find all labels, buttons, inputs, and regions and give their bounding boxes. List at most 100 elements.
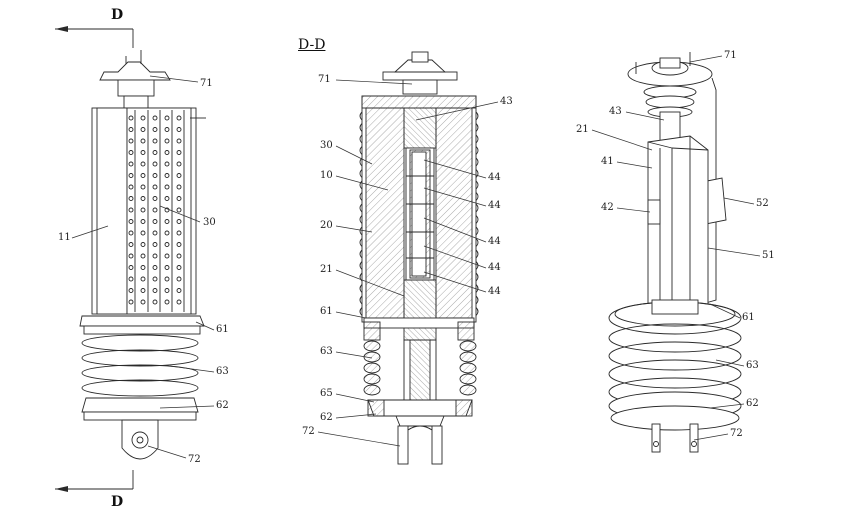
bolt-mark	[164, 299, 170, 305]
fin-bump	[475, 226, 479, 236]
coil-section	[363, 340, 381, 352]
right-label-43: 43	[609, 106, 622, 117]
fin-bump	[359, 307, 363, 316]
bolt-mark	[128, 150, 134, 155]
mid-label-71: 71	[318, 74, 331, 85]
bolt-mark	[140, 127, 146, 132]
bolt-mark	[176, 207, 182, 213]
left-label-11: 11	[58, 232, 71, 243]
bolt-mark	[176, 138, 182, 144]
bolt-mark	[164, 288, 170, 293]
bolt-mark	[140, 219, 146, 224]
bolt-mark	[140, 299, 146, 305]
fin-bump	[359, 134, 363, 144]
fin-bump	[475, 215, 479, 224]
left-label-62: 62	[216, 400, 229, 411]
fin-bump	[359, 169, 363, 178]
bolt-mark	[164, 207, 170, 213]
bolt-mark	[152, 150, 158, 155]
bolt-mark	[140, 115, 146, 121]
fin-bump	[359, 146, 363, 155]
bolt-mark	[164, 253, 170, 259]
bolt-mark	[140, 150, 146, 155]
bolt-mark	[164, 196, 170, 201]
bolt-mark	[140, 173, 146, 178]
bolt-mark	[164, 276, 170, 282]
bolt-mark	[164, 138, 170, 144]
bolt-mark	[128, 196, 134, 201]
bolt-mark	[164, 127, 170, 132]
bolt-mark	[152, 115, 158, 121]
fin-bump	[359, 123, 363, 132]
fin-bump	[475, 307, 479, 316]
mid-label-43: 43	[500, 96, 513, 107]
coil-section	[363, 384, 381, 396]
bolt-mark	[164, 150, 170, 155]
fin-bump	[475, 272, 479, 282]
bolt-mark	[176, 161, 182, 167]
fin-bump	[475, 169, 479, 178]
right-label-62: 62	[746, 398, 759, 409]
bolt-mark	[164, 115, 170, 121]
left-label-71: 71	[200, 78, 213, 89]
section-marker-top: D	[111, 7, 124, 23]
fin-bump	[359, 215, 363, 224]
bolt-mark	[128, 276, 134, 282]
bolt-mark	[140, 138, 146, 144]
bolt-mark	[176, 127, 182, 132]
bolt-mark	[176, 276, 182, 282]
bolt-mark	[152, 161, 158, 167]
right-label-63: 63	[746, 360, 759, 371]
mid-label-44-d: 44	[488, 262, 501, 273]
mid-label-30: 30	[320, 140, 333, 151]
right-view-assembly	[608, 52, 742, 453]
fin-bump	[475, 134, 479, 144]
bolt-mark	[140, 207, 146, 213]
bolt-mark	[176, 265, 182, 270]
mid-label-72: 72	[302, 426, 315, 437]
right-label-72: 72	[730, 428, 743, 439]
bolt-mark	[140, 288, 146, 293]
coil-section	[363, 362, 381, 374]
bolt-mark	[176, 184, 182, 190]
bolt-mark	[140, 161, 146, 167]
mid-label-44-a: 44	[488, 172, 501, 183]
bolt-mark	[164, 265, 170, 270]
bolt-mark	[176, 299, 182, 305]
bolt-mark	[140, 242, 146, 247]
bolt-mark	[128, 184, 134, 190]
middle-view-section	[359, 51, 479, 465]
bolt-mark	[128, 265, 134, 270]
bolt-mark	[128, 138, 134, 144]
fin-bump	[359, 272, 363, 282]
left-view-bolt-grid	[128, 115, 182, 305]
left-view-spring	[81, 334, 199, 397]
fin-bump	[359, 111, 363, 121]
coil-section	[459, 340, 477, 352]
middle-view-spring-coils	[363, 340, 477, 396]
bolt-mark	[152, 253, 158, 259]
bolt-mark	[140, 276, 146, 282]
bolt-mark	[140, 253, 146, 259]
fin-bump	[359, 226, 363, 236]
bolt-mark	[152, 219, 158, 224]
right-label-71: 71	[724, 50, 737, 61]
bolt-mark	[176, 196, 182, 201]
right-label-51: 51	[762, 250, 775, 261]
coil-section	[459, 362, 477, 374]
fin-bump	[359, 192, 363, 201]
section-line-top	[55, 26, 134, 48]
bolt-mark	[152, 288, 158, 293]
fin-bump	[475, 284, 479, 293]
mid-label-20: 20	[320, 220, 333, 231]
mid-label-44-b: 44	[488, 200, 501, 211]
bolt-mark	[140, 196, 146, 201]
fin-bump	[475, 249, 479, 259]
bolt-mark	[128, 161, 134, 167]
left-view-assembly	[79, 50, 206, 460]
mid-label-63: 63	[320, 346, 333, 357]
left-label-72: 72	[188, 454, 201, 465]
bolt-mark	[140, 265, 146, 270]
bolt-mark	[128, 288, 134, 293]
